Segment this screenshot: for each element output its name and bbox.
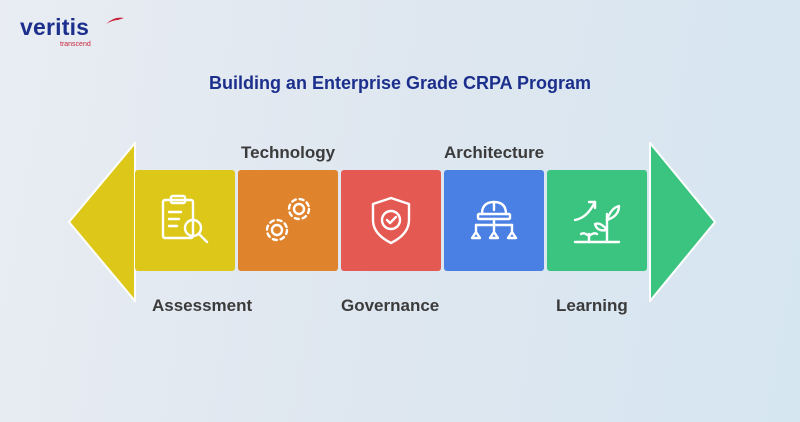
page-title: Building an Enterprise Grade CRPA Progra… (208, 73, 592, 93)
hardhat-hierarchy-icon (470, 200, 518, 240)
brand-logo: veritis transcend (20, 14, 124, 50)
growth-plant-icon (573, 200, 621, 244)
stage-label-technology: Technology (241, 143, 336, 162)
shield-check-icon (371, 196, 411, 245)
brand-name: veritis (20, 14, 90, 40)
brand-tagline: transcend (60, 41, 91, 48)
right-arrow-head (649, 142, 717, 302)
left-arrow-head (67, 142, 136, 302)
stage-technology-box (238, 170, 338, 271)
stage-label-governance: Governance (341, 296, 440, 315)
stage-label-assessment: Assessment (152, 296, 253, 315)
stage-architecture-box (444, 170, 544, 271)
stage-governance-box (341, 170, 441, 271)
gears-icon (265, 197, 311, 242)
clipboard-search-icon (161, 194, 209, 244)
stage-label-learning: Learning (556, 296, 628, 315)
stage-learning-box (547, 170, 647, 271)
stage-assessment-box (135, 170, 235, 271)
logo-swoosh-icon (106, 17, 124, 24)
stage-label-architecture: Architecture (444, 143, 545, 162)
